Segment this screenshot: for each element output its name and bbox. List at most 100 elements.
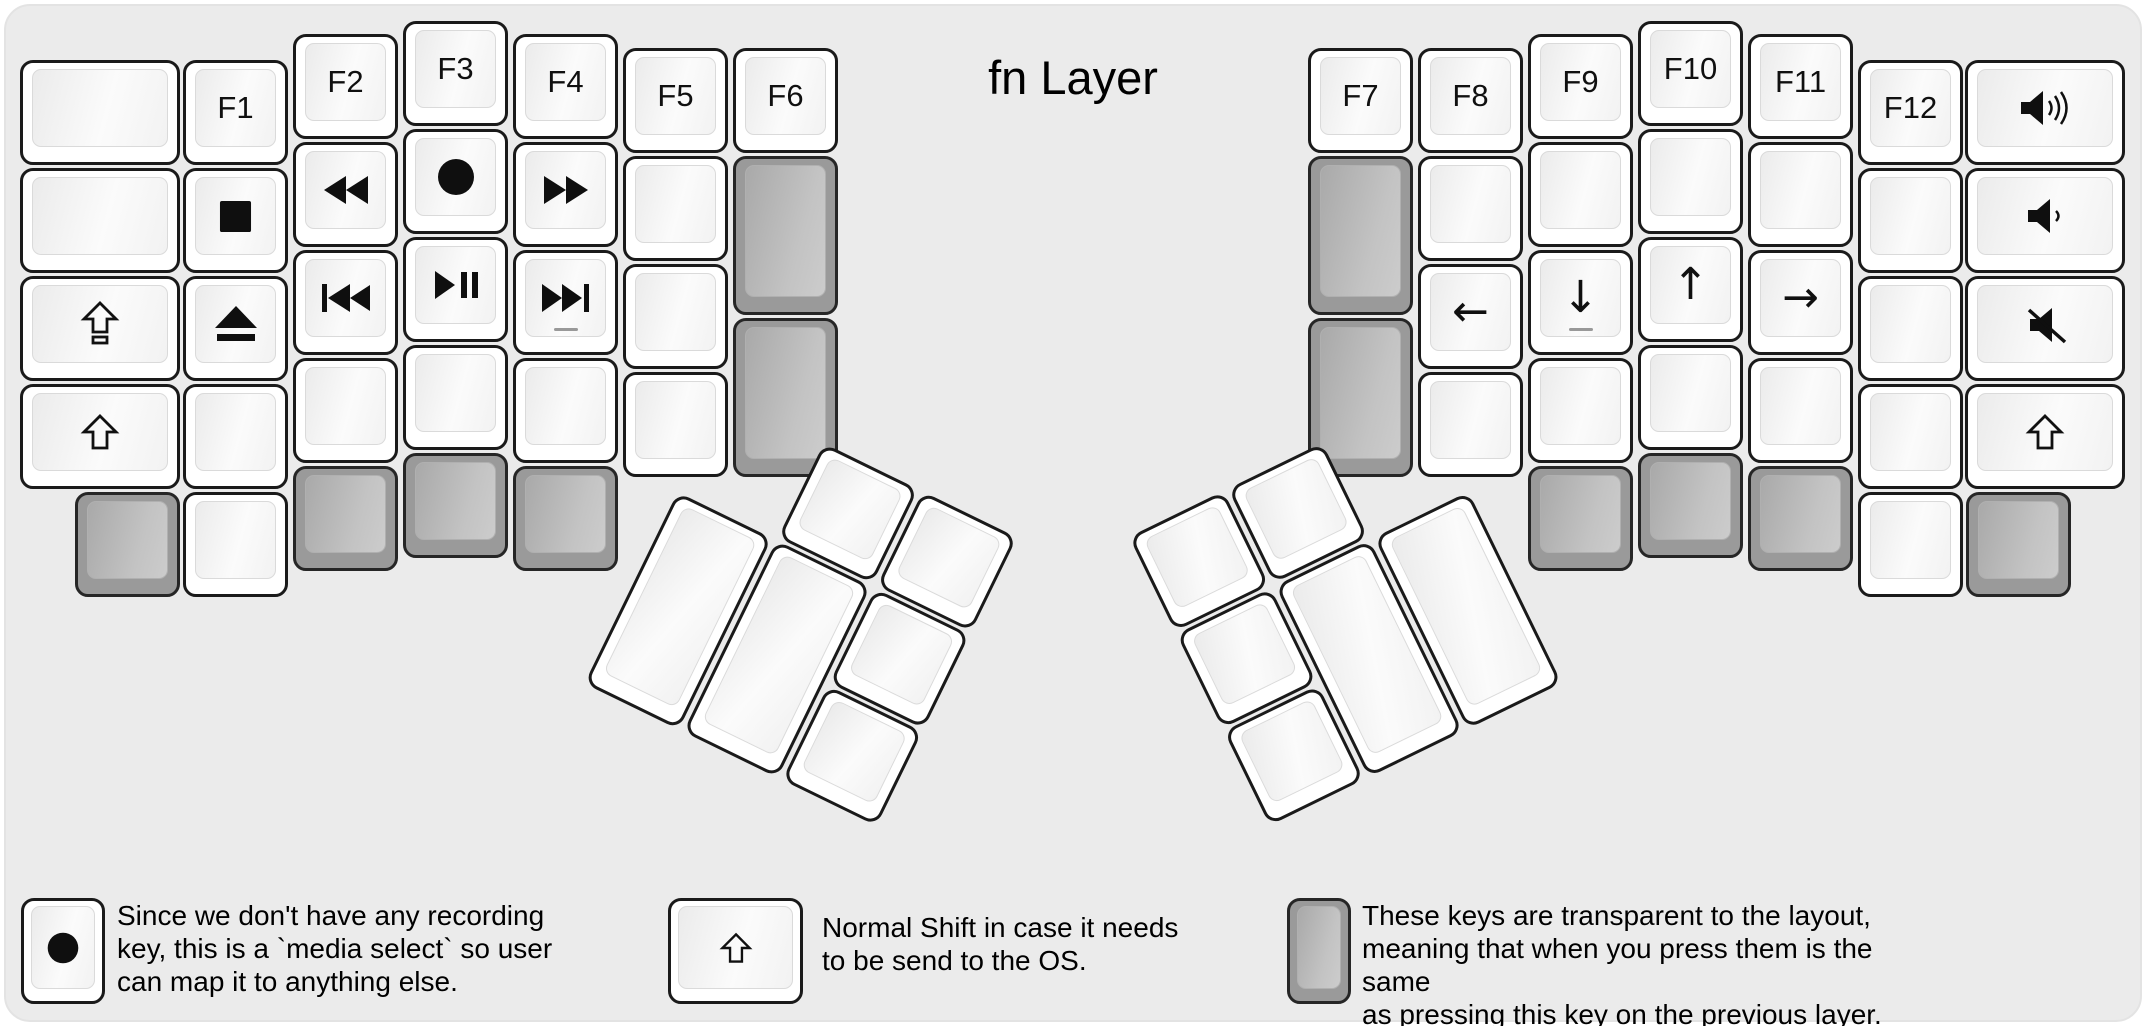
key-transparent-l2-cap (415, 462, 496, 540)
key-blank-r12-cap (1870, 501, 1951, 579)
key-f1-cap: F1 (195, 69, 276, 147)
key-blank-r10-cap (1870, 285, 1951, 363)
key-blank-r7[interactable] (1748, 142, 1853, 247)
key-transparent-r1[interactable] (1308, 156, 1413, 315)
record-icon (46, 931, 80, 965)
key-eject-cap (195, 285, 276, 363)
key-blank-l1[interactable] (20, 168, 180, 273)
key-arrow-right-cap: → (1760, 259, 1841, 337)
key-stop[interactable] (183, 168, 288, 273)
legend-key-record[interactable] (21, 898, 105, 1004)
key-transparent-r-bottom[interactable] (1966, 492, 2071, 597)
key-f4[interactable]: F4 (513, 34, 618, 139)
key-eject[interactable] (183, 276, 288, 381)
key-shift-right[interactable] (1965, 384, 2125, 489)
key-next-track-cap (525, 259, 606, 337)
shift-icon (2025, 413, 2065, 451)
key-blank-r5[interactable] (1638, 129, 1743, 234)
key-f8-label: F8 (1452, 78, 1489, 113)
key-blank-l4[interactable] (293, 358, 398, 463)
key-blank-r8[interactable] (1748, 358, 1853, 463)
key-f7[interactable]: F7 (1308, 48, 1413, 153)
key-blank-r4[interactable] (1528, 358, 1633, 463)
key-arrow-left[interactable]: ← (1418, 264, 1523, 369)
key-shift-left[interactable] (20, 384, 180, 489)
key-arrow-right[interactable]: → (1748, 250, 1853, 355)
key-f2[interactable]: F2 (293, 34, 398, 139)
key-blank-l6[interactable] (513, 358, 618, 463)
key-transparent-l3[interactable] (513, 466, 618, 571)
key-rewind[interactable] (293, 142, 398, 247)
key-transparent-l-bottom[interactable] (75, 492, 180, 597)
key-transparent-r4[interactable] (1638, 453, 1743, 558)
key-f7-label: F7 (1342, 78, 1379, 113)
volume-down-icon (2023, 195, 2067, 237)
key-prev-track[interactable] (293, 250, 398, 355)
mute-icon (2021, 302, 2069, 346)
key-transparent-l2[interactable] (403, 453, 508, 558)
key-blank-r2[interactable] (1418, 372, 1523, 477)
key-blank-l7[interactable] (623, 156, 728, 261)
key-volume-up[interactable] (1965, 60, 2125, 165)
key-fast-forward[interactable] (513, 142, 618, 247)
key-blank-l2-cap (195, 393, 276, 471)
legend-shift-text: Normal Shift in case it needs to be send… (822, 912, 1179, 976)
key-blank-l3[interactable] (183, 492, 288, 597)
key-f11-label: F11 (1774, 64, 1827, 99)
legend-key-transparent[interactable] (1287, 898, 1351, 1004)
key-blank-r11[interactable] (1858, 384, 1963, 489)
key-blank-r7-cap (1760, 151, 1841, 229)
key-f2-label: F2 (327, 64, 364, 99)
key-blank-l3-cap (195, 501, 276, 579)
key-blank-r12[interactable] (1858, 492, 1963, 597)
key-f3-label: F3 (437, 51, 474, 86)
key-f11[interactable]: F11 (1748, 34, 1853, 139)
key-blank-l0[interactable] (20, 60, 180, 165)
stop-icon (219, 200, 252, 233)
key-f6[interactable]: F6 (733, 48, 838, 153)
homing-bar (553, 328, 578, 331)
key-blank-r6-cap (1650, 354, 1731, 432)
key-f12[interactable]: F12 (1858, 60, 1963, 165)
key-arrow-up[interactable]: ↑ (1638, 237, 1743, 342)
key-blank-r10[interactable] (1858, 276, 1963, 381)
key-f10-label: F10 (1663, 51, 1718, 86)
key-blank-l5[interactable] (403, 345, 508, 450)
key-f10-cap: F10 (1650, 30, 1731, 108)
key-record[interactable] (403, 129, 508, 234)
key-transparent-l4[interactable] (733, 156, 838, 315)
key-f7-cap: F7 (1320, 57, 1401, 135)
key-blank-r3[interactable] (1528, 142, 1633, 247)
key-stop-cap (195, 177, 276, 255)
key-transparent-r5[interactable] (1748, 466, 1853, 571)
key-next-track[interactable] (513, 250, 618, 355)
key-arrow-left-label: ← (1452, 286, 1489, 337)
key-blank-l8[interactable] (623, 264, 728, 369)
legend-key-shift[interactable] (668, 898, 803, 1004)
rewind-icon (322, 174, 370, 206)
key-f1[interactable]: F1 (183, 60, 288, 165)
key-arrow-left-cap: ← (1430, 273, 1511, 351)
prev-track-icon (320, 282, 372, 314)
key-f8[interactable]: F8 (1418, 48, 1523, 153)
key-blank-r4-cap (1540, 367, 1621, 445)
key-blank-l9[interactable] (623, 372, 728, 477)
key-blank-l0-cap (32, 69, 168, 147)
key-transparent-l1[interactable] (293, 466, 398, 571)
key-transparent-r3[interactable] (1528, 466, 1633, 571)
key-f9[interactable]: F9 (1528, 34, 1633, 139)
legend-key-transparent-cap (1297, 906, 1341, 989)
key-caps-lock[interactable] (20, 276, 180, 381)
key-f3[interactable]: F3 (403, 21, 508, 126)
key-f10[interactable]: F10 (1638, 21, 1743, 126)
key-mute[interactable] (1965, 276, 2125, 381)
key-volume-down[interactable] (1965, 168, 2125, 273)
fast-forward-icon (542, 174, 590, 206)
key-play-pause[interactable] (403, 237, 508, 342)
key-arrow-down[interactable]: ↓ (1528, 250, 1633, 355)
key-blank-r9[interactable] (1858, 168, 1963, 273)
key-blank-r6[interactable] (1638, 345, 1743, 450)
key-blank-r1[interactable] (1418, 156, 1523, 261)
key-f5[interactable]: F5 (623, 48, 728, 153)
key-blank-l2[interactable] (183, 384, 288, 489)
